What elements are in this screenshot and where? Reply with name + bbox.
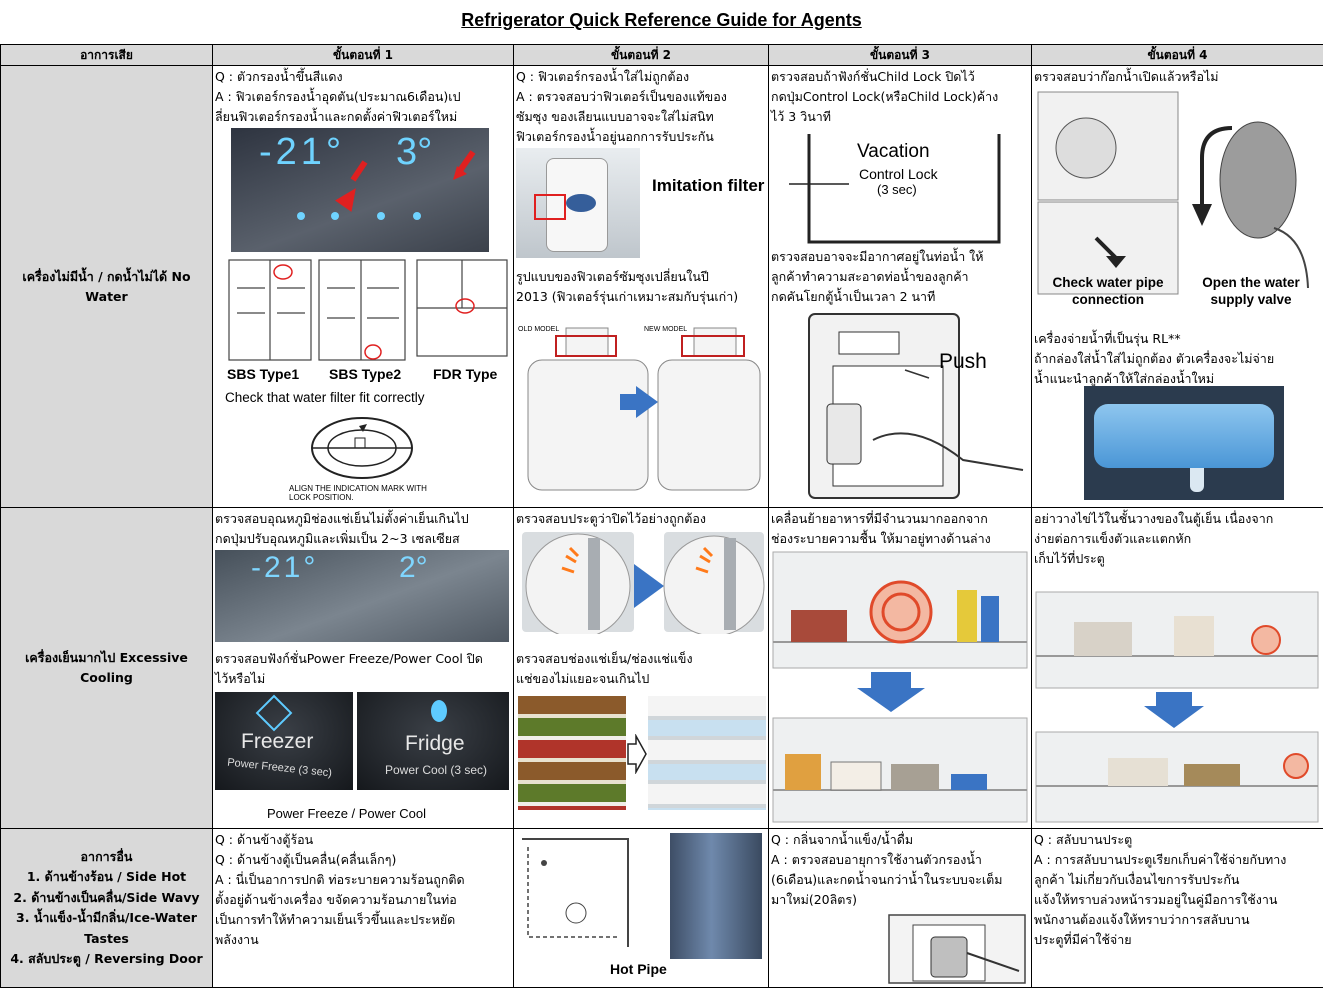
organized-fridge-photo <box>648 696 766 810</box>
header-step4: ขั้นตอนที่ 4 <box>1032 45 1323 66</box>
fridge-side-photo <box>670 833 762 959</box>
header-step3: ขั้นตอนที่ 3 <box>769 45 1032 66</box>
row3-step4: Q : สลับบานประตู A : การสลับบานประตูเรีย… <box>1032 829 1323 988</box>
type-label-sbs1: SBS Type1 <box>227 364 299 384</box>
water-tank-photo <box>1084 386 1284 500</box>
step-text: Q : สลับบานประตู A : การสลับบานประตูเรีย… <box>1032 829 1323 951</box>
step-text: Q : ด้านข้างตู้ร้อน Q : ด้านข้างตู้เป็นค… <box>213 829 513 951</box>
arrow-right-icon <box>626 734 648 774</box>
overfilled-fridge-photo <box>518 696 626 810</box>
step-text: อย่าวางไข่ไว้ในชั้นวางของในตู้เย็น เนื่อ… <box>1032 508 1323 570</box>
hot-pipe-label: Hot Pipe <box>610 959 667 979</box>
step-text-2: ตรวจสอบฟังก์ชั่นPower Freeze/Power Cool … <box>213 648 485 690</box>
row3-step1: Q : ด้านข้างตู้ร้อน Q : ด้านข้างตู้เป็นค… <box>213 829 514 988</box>
step-text: Q : ฟิวเตอร์กรองน้ำใส่ไม่ถูกต้อง A : ตรว… <box>514 66 768 148</box>
push-label: Push <box>939 352 987 372</box>
door-gasket-diagram <box>518 530 768 634</box>
title-text: Refrigerator Quick Reference Guide for A… <box>461 10 861 31</box>
header-symptom: อาการเสีย <box>1 45 213 66</box>
step-text: Q : ตัวกรองน้ำขึ้นสีแดง A : ฟิวเตอร์กรอง… <box>213 66 513 128</box>
row2-step3: เคลื่อนย้ายอาหารที่มีจำนวนมากออกจาก ช่อง… <box>769 508 1032 829</box>
guide-title: Refrigerator Quick Reference Guide for A… <box>0 0 1323 44</box>
dispenser-push-diagram <box>773 310 1027 502</box>
header-row: อาการเสีย ขั้นตอนที่ 1 ขั้นตอนที่ 2 ขั้น… <box>1 45 1323 66</box>
imitation-filter-photo <box>516 148 640 258</box>
check-pipe-label: Check water pipe connection <box>1046 274 1170 308</box>
step-text: ตรวจสอบว่าก๊อกน้ำเปิดแล้วหรือไม่ <box>1032 66 1323 88</box>
step-text: ตรวจสอบอุณหภูมิช่องแช่เย็นไม่ตั้งค่าเย็น… <box>213 508 513 550</box>
fridge-type-diagrams <box>227 258 513 362</box>
power-freeze-cool-caption: Power Freeze / Power Cool <box>267 804 426 824</box>
symptom-no-water: เครื่องไม่มีน้ำ / กดน้ำไม่ได้ No Water <box>1 66 213 508</box>
step-text-2: เครื่องจ่ายน้ำที่เป็นรุ่น RL** ถ้ากล่องใ… <box>1032 328 1276 390</box>
lock-seconds-label: (3 sec) <box>877 180 917 200</box>
vacation-label: Vacation <box>857 142 930 162</box>
row-other-symptoms: อาการอื่น 1. ด้านข้างร้อน / Side Hot 2. … <box>1 829 1323 988</box>
step-text: ตรวจสอบถ้าฟังก์ชั่นChild Lock ปิดไว้ กดป… <box>769 66 1031 128</box>
water-dispenser-diagram <box>887 913 1029 985</box>
row-excessive-cooling: เครื่องเย็นมากไป Excessive Cooling ตรวจส… <box>1 508 1323 829</box>
freezer-button-photo: Freezer Power Freeze (3 sec) <box>215 692 353 790</box>
open-valve-label: Open the water supply valve <box>1184 274 1318 308</box>
step-text-2: ตรวจสอบอาจจะมีอากาศอยู่ในท่อน้ำ ให้ ลูกค… <box>769 246 986 308</box>
row1-step4: ตรวจสอบว่าก๊อกน้ำเปิดแล้วหรือไม่ Check w… <box>1032 66 1323 508</box>
symptom-other: อาการอื่น 1. ด้านข้างร้อน / Side Hot 2. … <box>1 829 213 988</box>
water-valve-diagram <box>1036 88 1320 300</box>
row-no-water: เครื่องไม่มีน้ำ / กดน้ำไม่ได้ No Water Q… <box>1 66 1323 508</box>
symptom-excessive-cooling: เครื่องเย็นมากไป Excessive Cooling <box>1 508 213 829</box>
row2-step1: ตรวจสอบอุณหภูมิช่องแช่เย็นไม่ตั้งค่าเย็น… <box>213 508 514 829</box>
header-step2: ขั้นตอนที่ 2 <box>514 45 769 66</box>
row1-step1: Q : ตัวกรองน้ำขึ้นสีแดง A : ฟิวเตอร์กรอง… <box>213 66 514 508</box>
row2-step2: ตรวจสอบประตูว่าปิดไว้อย่างถูกต้อง ตรวจสอ… <box>514 508 769 829</box>
filter-model-comparison <box>516 306 766 502</box>
fridge-button-photo: Fridge Power Cool (3 sec) <box>357 692 509 790</box>
shelf-rearrange-diagram <box>771 550 1029 824</box>
egg-storage-diagram <box>1034 590 1322 824</box>
row3-step2: Hot Pipe <box>514 829 769 988</box>
reference-table: อาการเสีย ขั้นตอนที่ 1 ขั้นตอนที่ 2 ขั้น… <box>0 44 1323 988</box>
row1-step2: Q : ฟิวเตอร์กรองน้ำใส่ไม่ถูกต้อง A : ตรว… <box>514 66 769 508</box>
type-label-sbs2: SBS Type2 <box>329 364 401 384</box>
step-text-2: รูปแบบของฟิวเตอร์ซัมซุงเปลี่ยนในปี 2013 … <box>514 266 740 308</box>
hot-pipe-diagram <box>518 833 636 953</box>
row3-step3: Q : กลิ่นจากน้ำแข็ง/น้ำดื่ม A : ตรวจสอบอ… <box>769 829 1032 988</box>
step-text: เคลื่อนย้ายอาหารที่มีจำนวนมากออกจาก ช่อง… <box>769 508 1031 550</box>
filter-fit-note: Check that water filter fit correctly <box>225 388 425 408</box>
row1-step3: ตรวจสอบถ้าฟังก์ชั่นChild Lock ปิดไว้ กดป… <box>769 66 1032 508</box>
imitation-filter-label: Imitation filter <box>652 176 764 196</box>
row2-step4: อย่าวางไข่ไว้ในชั้นวางของในตู้เย็น เนื่อ… <box>1032 508 1323 829</box>
filter-lock-diagram <box>307 410 417 480</box>
type-label-fdr: FDR Type <box>433 364 497 384</box>
align-mark-label: ALIGN THE INDICATION MARK WITH LOCK POSI… <box>289 484 429 502</box>
temperature-display-photo: -21° 2° <box>215 550 509 642</box>
header-step1: ขั้นตอนที่ 1 <box>213 45 514 66</box>
step-text: Q : กลิ่นจากน้ำแข็ง/น้ำดื่ม A : ตรวจสอบอ… <box>769 829 1031 911</box>
control-panel-photo: -21° 3° <box>231 128 489 252</box>
step-text: ตรวจสอบประตูว่าปิดไว้อย่างถูกต้อง <box>514 508 768 530</box>
step-text-2: ตรวจสอบช่องแช่เย็น/ช่องแช่แข็ง แช่ของไม่… <box>514 648 695 690</box>
red-arrows-icon <box>231 128 489 252</box>
